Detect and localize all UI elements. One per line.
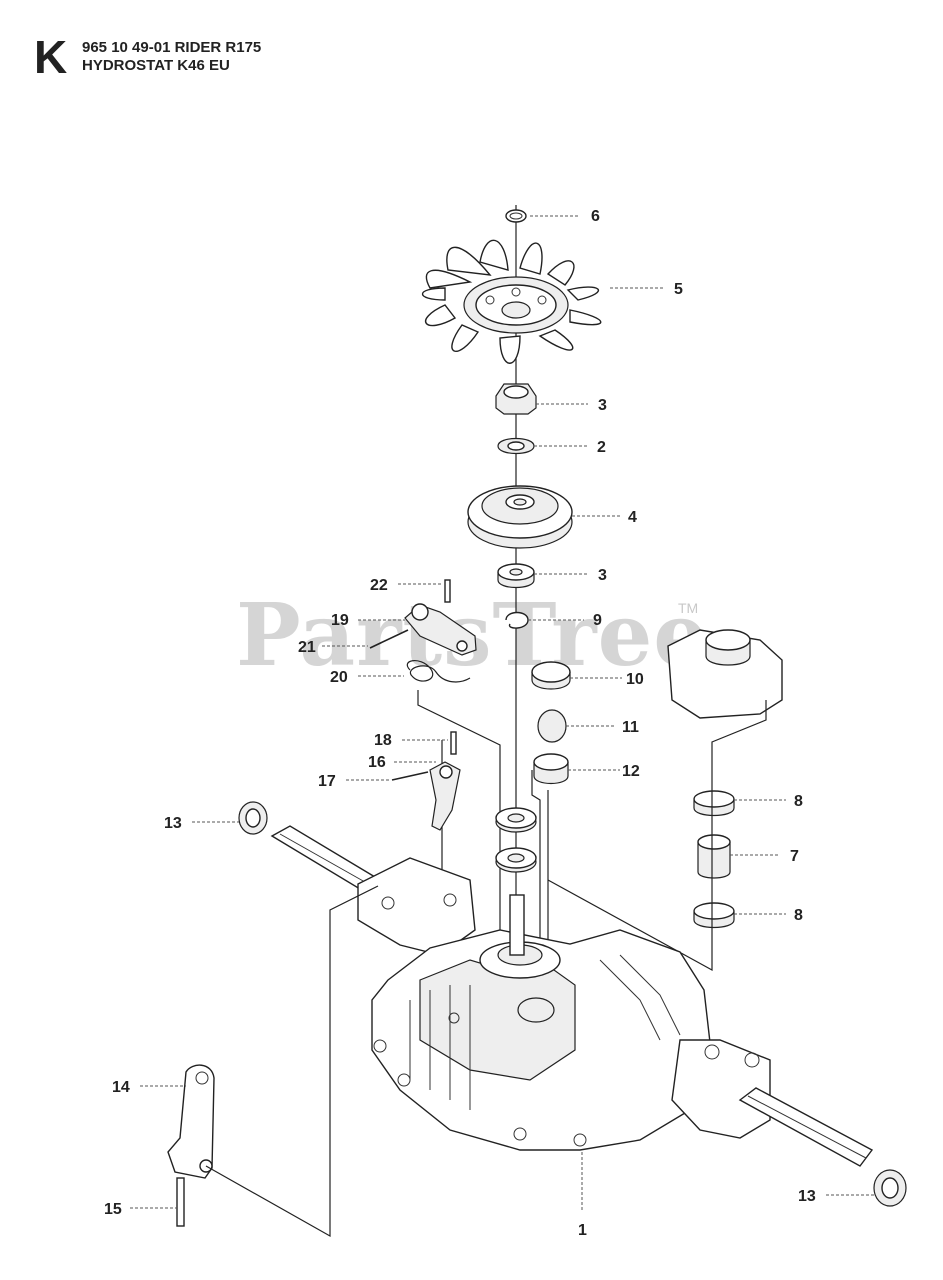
callout-5[interactable]: 5 xyxy=(674,281,683,298)
assembly-leader-12 xyxy=(531,770,541,1010)
callout-10[interactable]: 10 xyxy=(626,671,644,688)
watermark-trademark: TM xyxy=(678,600,699,616)
section-letter: K xyxy=(34,31,68,83)
callout-8-upper[interactable]: 8 xyxy=(794,793,803,810)
callout-22[interactable]: 22 xyxy=(370,577,388,594)
part-10-cap[interactable] xyxy=(531,661,571,690)
assembly-leader-20 xyxy=(417,690,501,1005)
part-17-pin[interactable] xyxy=(391,771,429,781)
callout-13-right[interactable]: 13 xyxy=(798,1188,816,1205)
part-15-pin[interactable] xyxy=(176,1177,185,1227)
part-3-nut-top[interactable] xyxy=(495,383,537,415)
part-1-transaxle-housing[interactable] xyxy=(357,857,771,1151)
assembly-leader-14 xyxy=(205,885,379,1238)
callout-2[interactable]: 2 xyxy=(597,439,606,456)
part-3-spacer-bottom[interactable] xyxy=(497,563,535,589)
part-4-pulley[interactable] xyxy=(467,485,573,549)
callout-12[interactable]: 12 xyxy=(622,763,640,780)
callout-18[interactable]: 18 xyxy=(374,732,392,749)
callout-17[interactable]: 17 xyxy=(318,773,336,790)
callout-4[interactable]: 4 xyxy=(628,509,637,526)
part-6-oring[interactable] xyxy=(505,209,527,223)
part-5-fan[interactable] xyxy=(422,239,602,364)
part-8-seal-lower[interactable] xyxy=(693,902,735,929)
callout-3-bottom[interactable]: 3 xyxy=(598,567,607,584)
shaft-bearing-lower[interactable] xyxy=(495,847,537,873)
part-13-seal-left[interactable] xyxy=(238,801,268,835)
part-19-lever[interactable] xyxy=(404,603,477,656)
callout-6[interactable]: 6 xyxy=(591,208,600,225)
callout-1[interactable]: 1 xyxy=(578,1222,587,1239)
part-11-disc[interactable] xyxy=(537,709,567,743)
part-18-pin[interactable] xyxy=(450,731,457,755)
callout-16[interactable]: 16 xyxy=(368,754,386,771)
part-13-seal-right[interactable] xyxy=(873,1169,907,1207)
axle-right[interactable] xyxy=(738,1087,874,1167)
callout-13-left[interactable]: 13 xyxy=(164,815,182,832)
part-16-lever-small[interactable] xyxy=(429,761,461,831)
callout-14[interactable]: 14 xyxy=(112,1079,130,1096)
assembly-title: HYDROSTAT K46 EU xyxy=(82,57,230,74)
callout-21[interactable]: 21 xyxy=(298,639,316,656)
callout-8-lower[interactable]: 8 xyxy=(794,907,803,924)
callout-9[interactable]: 9 xyxy=(593,612,602,629)
part-22-pin[interactable] xyxy=(444,579,451,603)
shaft-bearing-upper[interactable] xyxy=(495,807,537,833)
assembly-leader-tank xyxy=(547,700,767,972)
part-9-circlip[interactable] xyxy=(505,611,529,629)
diagram-header: K 965 10 49-01 RIDER R175 HYDROSTAT K46 … xyxy=(34,30,434,90)
callout-19[interactable]: 19 xyxy=(331,612,349,629)
part-8-seal-upper[interactable] xyxy=(693,790,735,817)
part-12-filter[interactable] xyxy=(533,753,569,785)
callout-7[interactable]: 7 xyxy=(790,848,799,865)
callout-20[interactable]: 20 xyxy=(330,669,348,686)
callout-3-top[interactable]: 3 xyxy=(598,397,607,414)
callout-15[interactable]: 15 xyxy=(104,1201,122,1218)
part-21-pin[interactable] xyxy=(369,629,409,649)
expansion-tank[interactable] xyxy=(667,629,783,719)
model-title: 965 10 49-01 RIDER R175 xyxy=(82,39,262,56)
part-2-washer[interactable] xyxy=(497,437,535,455)
part-14-arm[interactable] xyxy=(167,1064,215,1179)
part-20-spring[interactable] xyxy=(406,660,471,683)
part-7-sleeve[interactable] xyxy=(697,834,731,879)
callout-11[interactable]: 11 xyxy=(622,719,639,736)
